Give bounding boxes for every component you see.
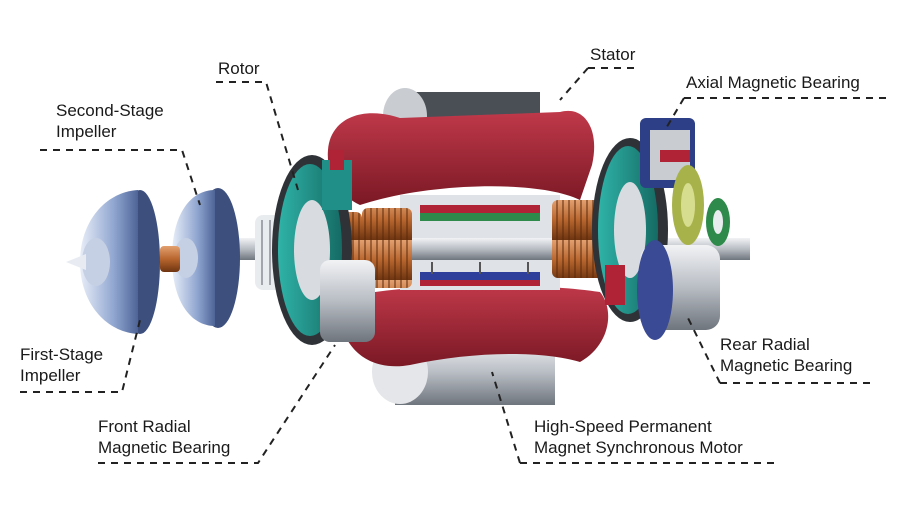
leader-lines bbox=[20, 67, 890, 464]
label-second-impeller: Second-Stage Impeller bbox=[56, 100, 164, 142]
label-stator: Stator bbox=[590, 44, 635, 65]
front-radial-bearing bbox=[272, 150, 375, 345]
label-rear-bearing: Rear Radial Magnetic Bearing bbox=[720, 334, 852, 376]
label-second-impeller-line2: Impeller bbox=[56, 122, 117, 141]
label-stator-line1: Stator bbox=[590, 45, 636, 64]
label-rear-bearing-line1: Rear Radial bbox=[720, 335, 810, 354]
rotor-pins bbox=[431, 262, 529, 274]
label-axial-bearing: Axial Magnetic Bearing bbox=[686, 72, 860, 93]
first-stage-impeller bbox=[66, 190, 160, 334]
axial-magnetic-bearing bbox=[640, 118, 730, 246]
stator-upper-housing bbox=[327, 110, 595, 205]
label-rotor: Rotor bbox=[218, 58, 260, 79]
label-front-bearing: Front Radial Magnetic Bearing bbox=[98, 416, 230, 458]
label-first-impeller-line2: Impeller bbox=[20, 366, 81, 385]
label-rotor-line1: Rotor bbox=[218, 59, 260, 78]
label-front-bearing-line1: Front Radial bbox=[98, 417, 191, 436]
leader-stator bbox=[559, 67, 640, 101]
leader-motor bbox=[491, 371, 780, 464]
label-motor-line1: High-Speed Permanent bbox=[534, 417, 712, 436]
label-motor-line2: Magnet Synchronous Motor bbox=[534, 438, 743, 457]
label-rear-bearing-line2: Magnetic Bearing bbox=[720, 356, 853, 375]
label-second-impeller-line1: Second-Stage bbox=[56, 101, 164, 120]
label-first-impeller-line1: First-Stage bbox=[20, 345, 104, 364]
second-stage-impeller bbox=[160, 188, 240, 328]
label-motor: High-Speed Permanent Magnet Synchronous … bbox=[534, 416, 743, 458]
label-axial-line1: Axial Magnetic Bearing bbox=[686, 73, 860, 92]
label-front-bearing-line2: Magnetic Bearing bbox=[98, 438, 231, 457]
leader-rotor bbox=[216, 81, 299, 191]
leader-axial bbox=[664, 97, 890, 131]
leader-front-bearing bbox=[98, 344, 336, 464]
stator-lower-housing bbox=[338, 285, 609, 367]
label-first-impeller: First-Stage Impeller bbox=[20, 344, 103, 386]
